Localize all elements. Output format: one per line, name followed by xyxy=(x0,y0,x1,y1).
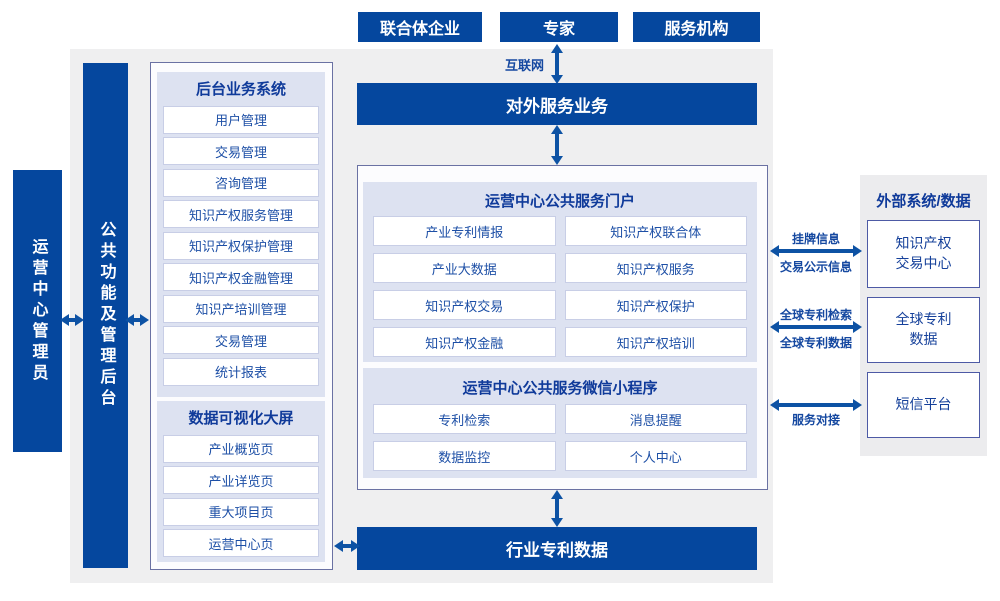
external-system-sms-platform: 短信平台 xyxy=(867,372,980,438)
data-visualization-panel: 数据可视化大屏 产业概览页 产业详览页 重大项目页 运营中心页 xyxy=(157,401,325,562)
wechat-miniprogram-panel: 运营中心公共服务微信小程序 专利检索 数据监控 消息提醒 个人中心 xyxy=(363,368,757,478)
backend-business-system-title: 后台业务系统 xyxy=(195,81,286,98)
dashboard-item: 运营中心页 xyxy=(163,529,319,557)
dashboard-item: 产业详览页 xyxy=(163,466,319,494)
backend-item: 交易管理 xyxy=(163,326,319,354)
backend-item: 知识产权保护管理 xyxy=(163,231,319,260)
double-arrow-service-dock-icon xyxy=(770,398,862,411)
double-arrow-internet-icon xyxy=(550,44,563,84)
portal-item: 知识产权服务 xyxy=(564,253,747,283)
backend-item: 统计报表 xyxy=(163,357,319,386)
double-arrow-panels-industry-icon xyxy=(334,539,360,552)
actor-box-expert: 专家 xyxy=(500,12,618,42)
external-system-line: 全球专利 xyxy=(895,311,952,328)
wechat-miniprogram-title: 运营中心公共服务微信小程序 xyxy=(462,380,658,397)
public-service-portal-panel: 运营中心公共服务门户 产业专利情报 产业大数据 知识产权交易 知识产权金融 知识… xyxy=(363,182,757,362)
portal-item: 知识产权培训 xyxy=(564,327,747,357)
backend-item: 咨询管理 xyxy=(163,168,319,197)
actor-box-consortium-enterprise: 联合体企业 xyxy=(358,12,482,42)
portal-item: 知识产权联合体 xyxy=(564,216,747,246)
industry-patent-data-bar: 行业专利数据 xyxy=(357,527,757,570)
external-system-ip-trade-center: 知识产权 交易中心 xyxy=(867,220,980,288)
portal-item: 知识产权交易 xyxy=(373,290,556,320)
dashboard-item: 重大项目页 xyxy=(163,497,319,526)
backend-item: 知识产培训管理 xyxy=(163,294,319,323)
miniprogram-item: 个人中心 xyxy=(564,441,747,471)
backend-item: 交易管理 xyxy=(163,137,319,165)
miniprogram-item: 专利检索 xyxy=(373,404,556,434)
external-system-line: 数据 xyxy=(909,331,938,347)
global-patent-data-label: 全球专利数据 xyxy=(779,336,852,350)
double-arrow-global-patent-icon xyxy=(770,320,862,333)
public-service-portal-title: 运营中心公共服务门户 xyxy=(484,193,635,210)
external-systems-title: 外部系统/数据 xyxy=(876,193,971,210)
double-arrow-backend-panels-icon xyxy=(125,313,149,326)
backend-item: 知识产权金融管理 xyxy=(163,263,319,291)
external-system-global-patent-data: 全球专利 数据 xyxy=(867,297,980,363)
operation-center-admin-bar: 运营中心管理员 xyxy=(13,170,62,452)
double-arrow-service-portal-icon xyxy=(550,125,563,165)
portal-item: 知识产权金融 xyxy=(373,327,556,357)
miniprogram-item: 消息提醒 xyxy=(564,404,747,434)
double-arrow-admin-backend-icon xyxy=(60,313,84,326)
trade-publicity-info-label: 交易公示信息 xyxy=(779,260,852,274)
public-function-management-backend-bar: 公共功能及管理后台 xyxy=(83,63,128,568)
portal-item: 产业大数据 xyxy=(373,253,556,283)
miniprogram-item: 数据监控 xyxy=(373,441,556,471)
portal-item: 知识产权保护 xyxy=(564,290,747,320)
dashboard-item: 产业概览页 xyxy=(163,434,319,463)
external-system-line: 知识产权 xyxy=(895,235,952,252)
backend-business-system-panel: 后台业务系统 用户管理 交易管理 咨询管理 知识产权服务管理 知识产权保护管理 … xyxy=(157,72,325,397)
backend-item: 知识产权服务管理 xyxy=(163,200,319,228)
external-system-line: 短信平台 xyxy=(895,396,952,413)
backend-item: 用户管理 xyxy=(163,105,319,134)
internet-label: 互联网 xyxy=(504,58,544,73)
external-system-line: 交易中心 xyxy=(895,255,952,271)
service-dock-label: 服务对接 xyxy=(791,413,840,427)
data-visualization-title: 数据可视化大屏 xyxy=(188,410,294,427)
listing-info-label: 挂牌信息 xyxy=(791,232,840,246)
double-arrow-listing-info-icon xyxy=(770,244,862,257)
double-arrow-miniprogram-industry-icon xyxy=(550,490,563,527)
global-patent-search-label: 全球专利检索 xyxy=(779,308,852,322)
portal-item: 产业专利情报 xyxy=(373,216,556,246)
actor-box-service-agency: 服务机构 xyxy=(633,12,760,42)
external-service-business-bar: 对外服务业务 xyxy=(357,83,757,125)
